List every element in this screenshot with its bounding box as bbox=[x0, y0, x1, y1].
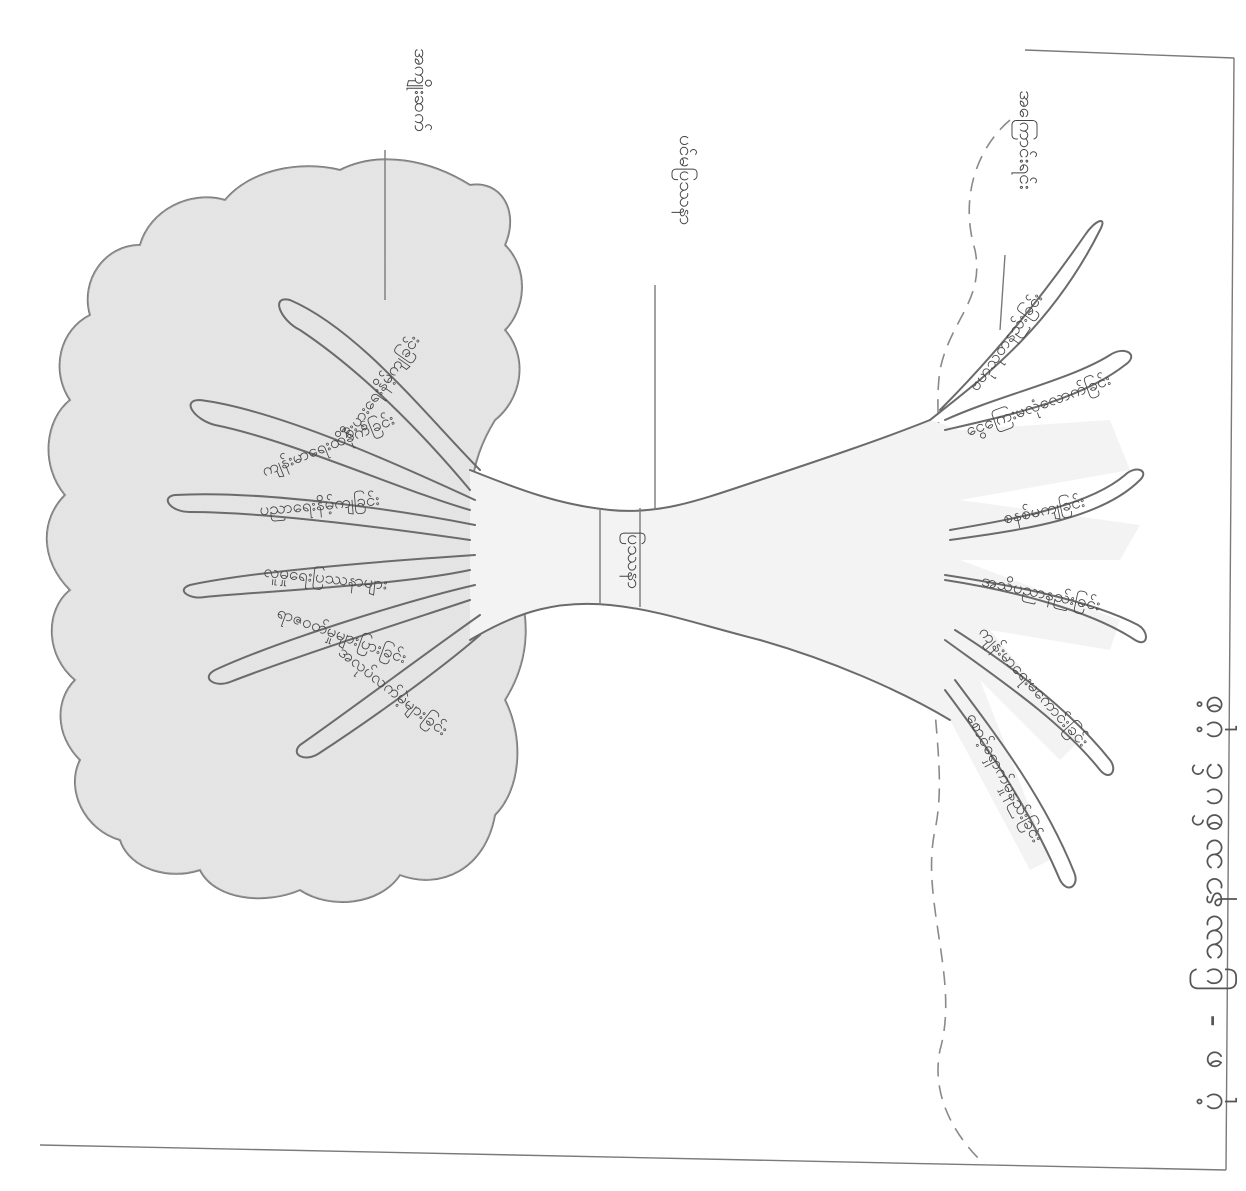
border-top bbox=[1025, 50, 1234, 58]
trunk-pointer-label: ပင်မပြဿနာ bbox=[671, 135, 699, 225]
roots-pointer-label: အကြောင်းရင်း bbox=[1011, 90, 1039, 189]
leaves-label: အကျိုးဆက် bbox=[406, 48, 433, 132]
trunk-center-label: ပြဿနာ bbox=[619, 531, 647, 589]
roots-pointer-line bbox=[1000, 255, 1005, 330]
figure-caption: ပုံ ၈ - ပြဿနာသစ်ပင် ပုံစံ bbox=[1191, 689, 1237, 1112]
root-label: ဗဟုသုတနည်းခြင်း bbox=[963, 288, 1049, 397]
border-bottom bbox=[40, 1145, 1226, 1170]
